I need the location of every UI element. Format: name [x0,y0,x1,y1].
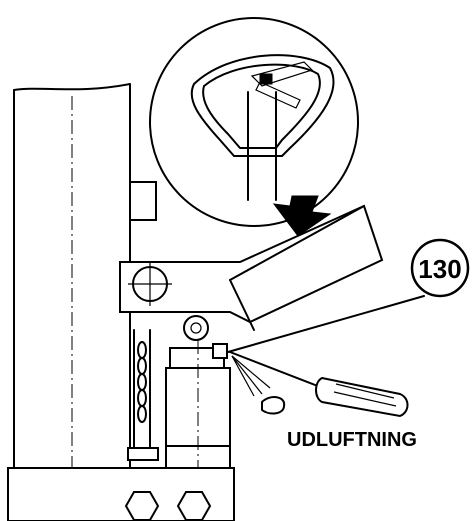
chain [127,329,159,461]
main-column [13,83,131,521]
screwdriver-icon [229,351,409,418]
side-block [129,181,157,221]
callout-number: 130 [418,254,461,284]
base-plate [7,467,235,521]
callout-130: 130 [227,238,470,353]
lube-nipple [183,315,209,341]
down-arrow-icon [272,195,332,237]
boom-arm [119,204,384,341]
bleed-stream [231,355,286,415]
detail-inset [149,17,359,227]
bleeding-label: UDLUFTNING [287,429,417,451]
